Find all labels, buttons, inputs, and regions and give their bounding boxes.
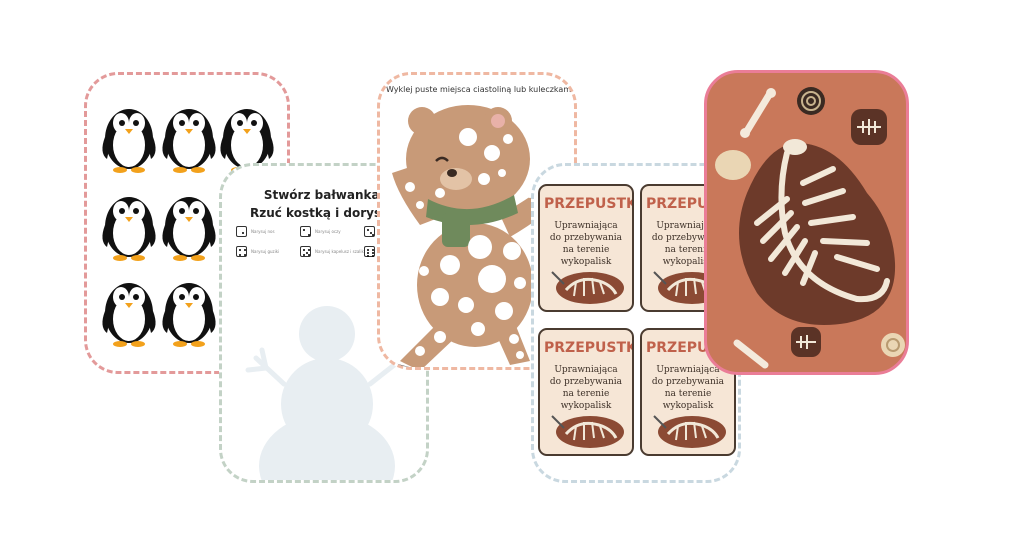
pass-ticket[interactable]: PRZEPUSTKA Uprawniająca do przebywania na t… bbox=[538, 184, 634, 312]
dinosaur-fossil-icon bbox=[715, 87, 905, 369]
pass-subtitle: Uprawniająca do przebywania na terenie wyk… bbox=[540, 364, 632, 412]
pass-subtitle-line: Uprawniająca bbox=[554, 221, 618, 231]
bear-caption: Wyklej puste miejsca ciastoliną lub kule… bbox=[386, 85, 574, 94]
die-label: Narysuj oczy bbox=[315, 229, 341, 234]
pass-subtitle-line: do przebywania bbox=[549, 233, 623, 243]
ammonite-icon bbox=[797, 87, 825, 115]
fish-fossil-icon bbox=[851, 109, 887, 145]
die-icon bbox=[300, 226, 311, 237]
pass-title: PRZEPUSTKA bbox=[544, 340, 632, 356]
snowman-title-line-1: Stwórz bałwanka. bbox=[263, 188, 385, 202]
penguin-icon bbox=[99, 271, 159, 349]
pass-subtitle-line: do przebywania bbox=[549, 377, 623, 387]
die-icon bbox=[300, 246, 311, 257]
penguin-icon bbox=[99, 185, 159, 263]
dinosaur-fossil-icon bbox=[551, 271, 624, 304]
penguin-icon bbox=[159, 271, 219, 349]
pass-subtitle: Uprawniająca do przebywania na terenie wyk… bbox=[540, 220, 632, 268]
shell-icon bbox=[881, 333, 905, 357]
pass-subtitle-line: na terenie wykopalisk bbox=[662, 389, 714, 411]
pass-subtitle-line: Uprawniająca bbox=[656, 221, 720, 231]
pass-subtitle: Uprawniająca do przebywania na terenie wyk… bbox=[642, 220, 734, 268]
snowman-icon bbox=[245, 306, 401, 480]
die-label: Narysuj kapelusz i szalik bbox=[315, 249, 364, 254]
pass-subtitle-line: na terenie wykopalisk bbox=[560, 389, 612, 411]
bone-icon bbox=[740, 88, 776, 138]
pass-subtitle: Uprawniająca do przebywania na terenie wyk… bbox=[642, 364, 734, 412]
pass-subtitle-line: na terenie wykopalisk bbox=[662, 245, 714, 267]
die-icon bbox=[364, 246, 375, 257]
egg-icon bbox=[715, 150, 751, 180]
die-icon bbox=[236, 246, 247, 257]
die-label: Narysuj nos bbox=[251, 229, 275, 234]
penguin-icon bbox=[99, 97, 159, 175]
pass-ticket[interactable]: PRZEPUSTKA Uprawniająca do przebywania na t… bbox=[538, 328, 634, 456]
penguin-icon bbox=[159, 185, 219, 263]
die-icon bbox=[364, 226, 375, 237]
pass-subtitle-line: Uprawniająca bbox=[656, 365, 720, 375]
pass-subtitle-line: Uprawniająca bbox=[554, 365, 618, 375]
pass-subtitle-line: do przebywania bbox=[651, 377, 725, 387]
pass-subtitle-line: na terenie wykopalisk bbox=[560, 245, 612, 267]
die-label: Narysuj guziki bbox=[251, 249, 280, 254]
die-icon bbox=[236, 226, 247, 237]
fossil-card[interactable] bbox=[704, 70, 909, 375]
dinosaur-fossil-icon bbox=[551, 415, 624, 448]
fish-fossil-icon bbox=[791, 327, 821, 357]
bear-icon bbox=[387, 105, 574, 367]
pass-title: PRZEPUSTKA bbox=[544, 196, 632, 212]
bone-icon bbox=[733, 339, 769, 369]
pass-subtitle-line: do przebywania bbox=[651, 233, 725, 243]
penguin-icon bbox=[217, 97, 277, 175]
dinosaur-fossil-icon bbox=[653, 415, 726, 448]
penguin-icon bbox=[159, 97, 219, 175]
